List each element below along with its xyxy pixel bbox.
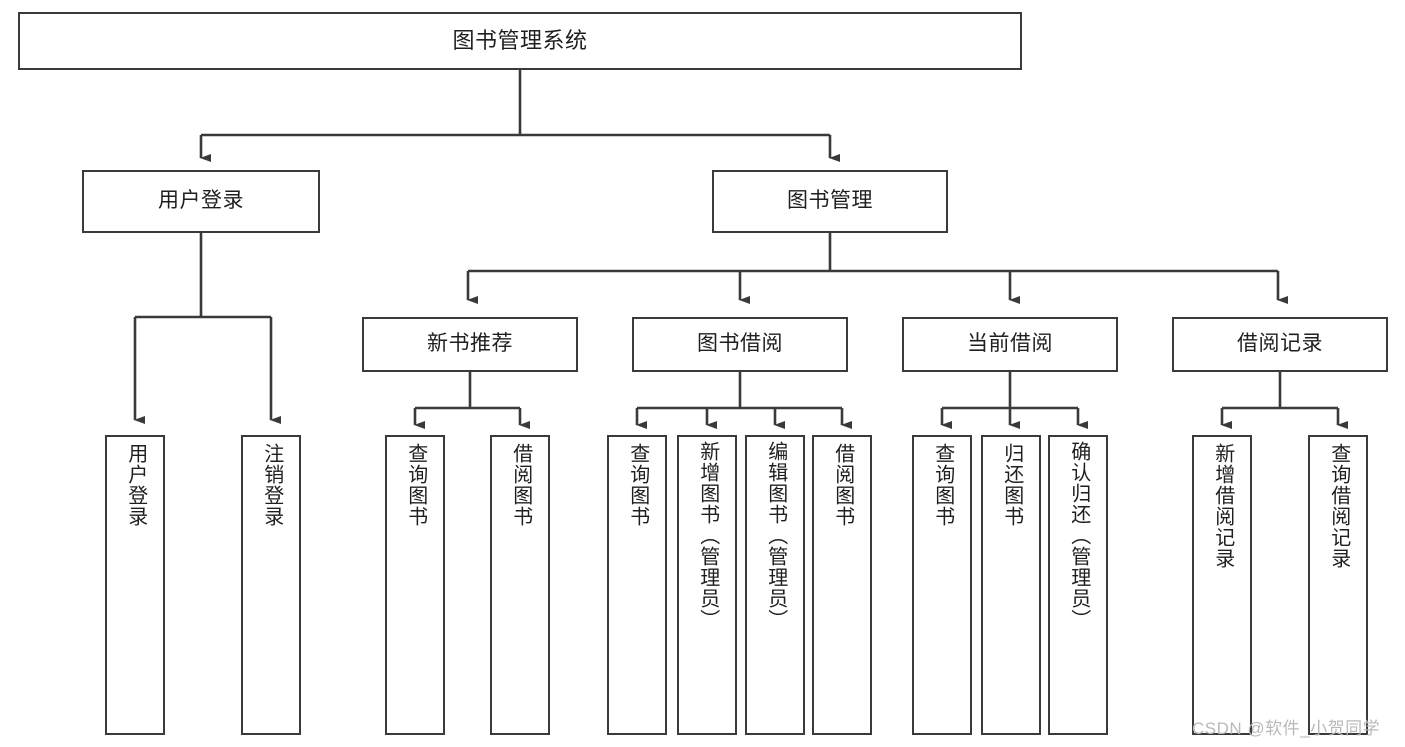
leaf-record-add-borrow-record[interactable]: 新增借阅记录 [1192,435,1252,735]
node-label: 图书管理 [787,189,873,213]
node-label: 查询图书 [931,443,954,527]
leaf-borrow-borrow-book[interactable]: 借阅图书 [812,435,872,735]
node-label: 当前借阅 [967,332,1053,356]
node-label: 借阅图书 [509,443,532,527]
node-book-borrow[interactable]: 图书借阅 [632,317,848,372]
node-borrow-record[interactable]: 借阅记录 [1172,317,1388,372]
leaf-current-return-book[interactable]: 归还图书 [981,435,1041,735]
leaf-borrow-query-book[interactable]: 查询图书 [607,435,667,735]
node-label: 新增借阅记录 [1211,443,1234,569]
node-label: 新书推荐 [427,332,513,356]
leaf-recommend-query-book[interactable]: 查询图书 [385,435,445,735]
node-label: 注销登录 [260,443,283,527]
node-new-book-recommend[interactable]: 新书推荐 [362,317,578,372]
node-label: 新增图书（管理员） [696,441,719,630]
node-label: 图书借阅 [697,332,783,356]
node-label: 确认归还（管理员） [1067,441,1090,630]
node-current-borrow[interactable]: 当前借阅 [902,317,1118,372]
leaf-current-confirm-return-admin[interactable]: 确认归还（管理员） [1048,435,1108,735]
node-label: 归还图书 [1000,443,1023,527]
node-label: 用户登录 [158,189,244,213]
leaf-recommend-borrow-book[interactable]: 借阅图书 [490,435,550,735]
node-label: 查询借阅记录 [1327,443,1350,569]
node-label: 借阅图书 [831,443,854,527]
node-label: 查询图书 [626,443,649,527]
node-label: 查询图书 [404,443,427,527]
node-user-login[interactable]: 用户登录 [82,170,320,233]
node-label: 借阅记录 [1237,332,1323,356]
leaf-record-query-borrow-record[interactable]: 查询借阅记录 [1308,435,1368,735]
node-label: 编辑图书（管理员） [764,441,787,630]
node-label: 用户登录 [124,443,147,527]
node-book-management-system[interactable]: 图书管理系统 [18,12,1022,70]
leaf-borrow-edit-book-admin[interactable]: 编辑图书（管理员） [745,435,805,735]
leaf-borrow-add-book-admin[interactable]: 新增图书（管理员） [677,435,737,735]
leaf-logout[interactable]: 注销登录 [241,435,301,735]
node-book-management[interactable]: 图书管理 [712,170,948,233]
leaf-user-login[interactable]: 用户登录 [105,435,165,735]
leaf-current-query-book[interactable]: 查询图书 [912,435,972,735]
csdn-watermark: CSDN @软件_小贺同学 [1192,719,1381,738]
node-label: 图书管理系统 [452,28,588,54]
